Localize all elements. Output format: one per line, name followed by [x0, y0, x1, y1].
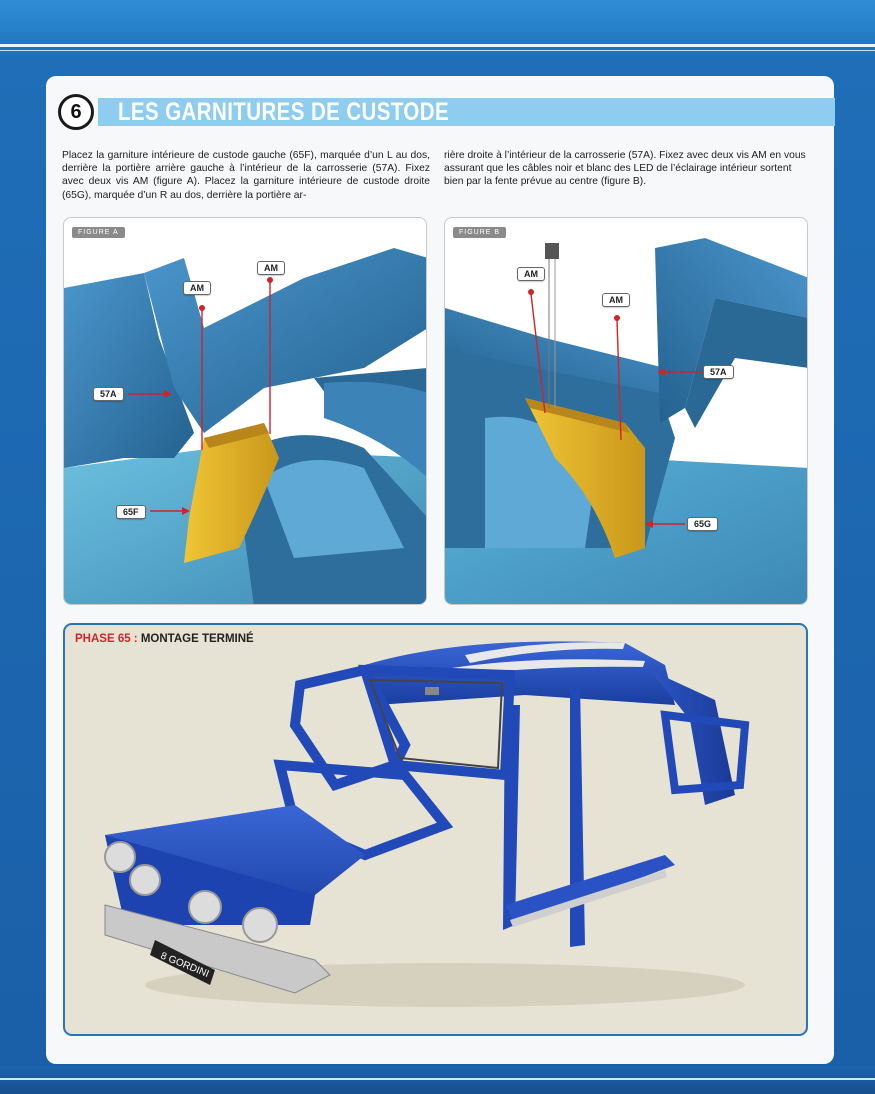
bottom-stripe — [0, 1078, 875, 1080]
step-title-bar — [98, 98, 835, 126]
tag-am-screw-2: AM — [257, 261, 285, 275]
tag-65g: 65G — [687, 517, 719, 531]
tag-am-screw-1: AM — [183, 281, 211, 295]
tag-57a: 57A — [93, 387, 124, 401]
instruction-text-left: Placez la garniture intérieure de custod… — [62, 150, 430, 201]
tag-am-screw-2: AM — [602, 293, 630, 307]
figure-b-label: FIGURE B — [453, 227, 507, 238]
tag-am-screw-1: AM — [517, 267, 545, 281]
bottom-band — [0, 1066, 875, 1094]
tag-65f: 65F — [116, 505, 146, 519]
phase-caption: MONTAGE TERMINÉ — [137, 633, 254, 645]
figure-a-label: FIGURE A — [72, 227, 125, 238]
top-stripe-thin — [0, 50, 875, 51]
top-stripe — [0, 44, 875, 47]
final-assembly-panel: PHASE 65 : MONTAGE TERMINÉ — [63, 623, 808, 1036]
instruction-page: 6 LES GARNITURES DE CUSTODE Placez la ga… — [46, 76, 835, 1064]
top-band — [0, 0, 875, 58]
car-body-illustration: 8 GORDINI — [104, 641, 750, 1007]
figure-a-illustration — [64, 248, 426, 604]
tag-57a: 57A — [703, 365, 734, 379]
figure-a: FIGURE A — [63, 217, 427, 605]
phase-label: PHASE 65 : — [75, 633, 138, 645]
step-number: 6 — [58, 94, 94, 130]
instruction-text-right: rière droite à l’intérieur de la carross… — [444, 150, 806, 188]
step-header: 6 LES GARNITURES DE CUSTODE — [58, 94, 835, 130]
step-title: LES GARNITURES DE CUSTODE — [118, 98, 450, 126]
figure-b: FIGURE B — [444, 217, 808, 605]
final-assembly-title: PHASE 65 : MONTAGE TERMINÉ — [75, 633, 254, 645]
figure-b-illustration — [445, 238, 807, 604]
